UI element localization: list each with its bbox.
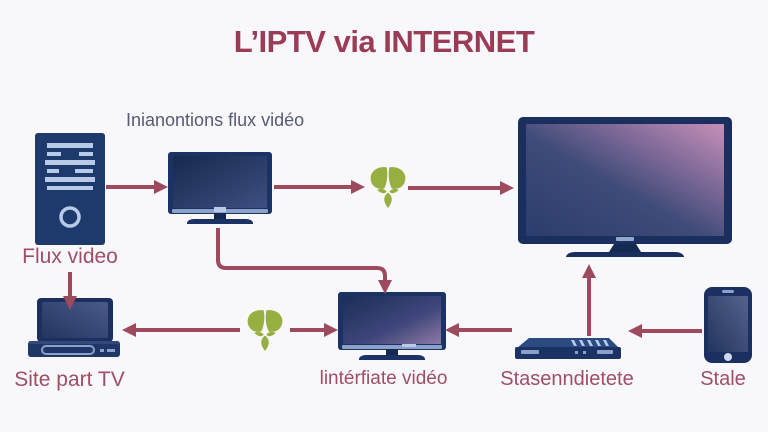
label-settop: Stasenndietete <box>500 368 634 390</box>
leaf-icon <box>245 304 285 358</box>
diagram-title: L’IPTV via INTERNET <box>233 24 535 59</box>
leaf-icon <box>368 161 408 215</box>
arrow-monitor-to-interface <box>216 228 392 294</box>
label-laptop: Site part TV <box>14 368 125 391</box>
label-interface: lintérfiate vidéo <box>319 368 448 389</box>
laptop-icon <box>28 298 120 360</box>
smartphone-icon <box>704 287 752 363</box>
label-phone: Stale <box>700 368 746 390</box>
monitor-icon <box>168 152 272 228</box>
server-tower-icon <box>35 133 105 245</box>
settop-box-icon <box>513 334 623 364</box>
tv-icon <box>518 117 732 259</box>
label-stream: Inianontions flux vidéo <box>126 110 305 130</box>
monitor-icon <box>338 292 446 364</box>
label-server: Flux video <box>22 245 118 268</box>
